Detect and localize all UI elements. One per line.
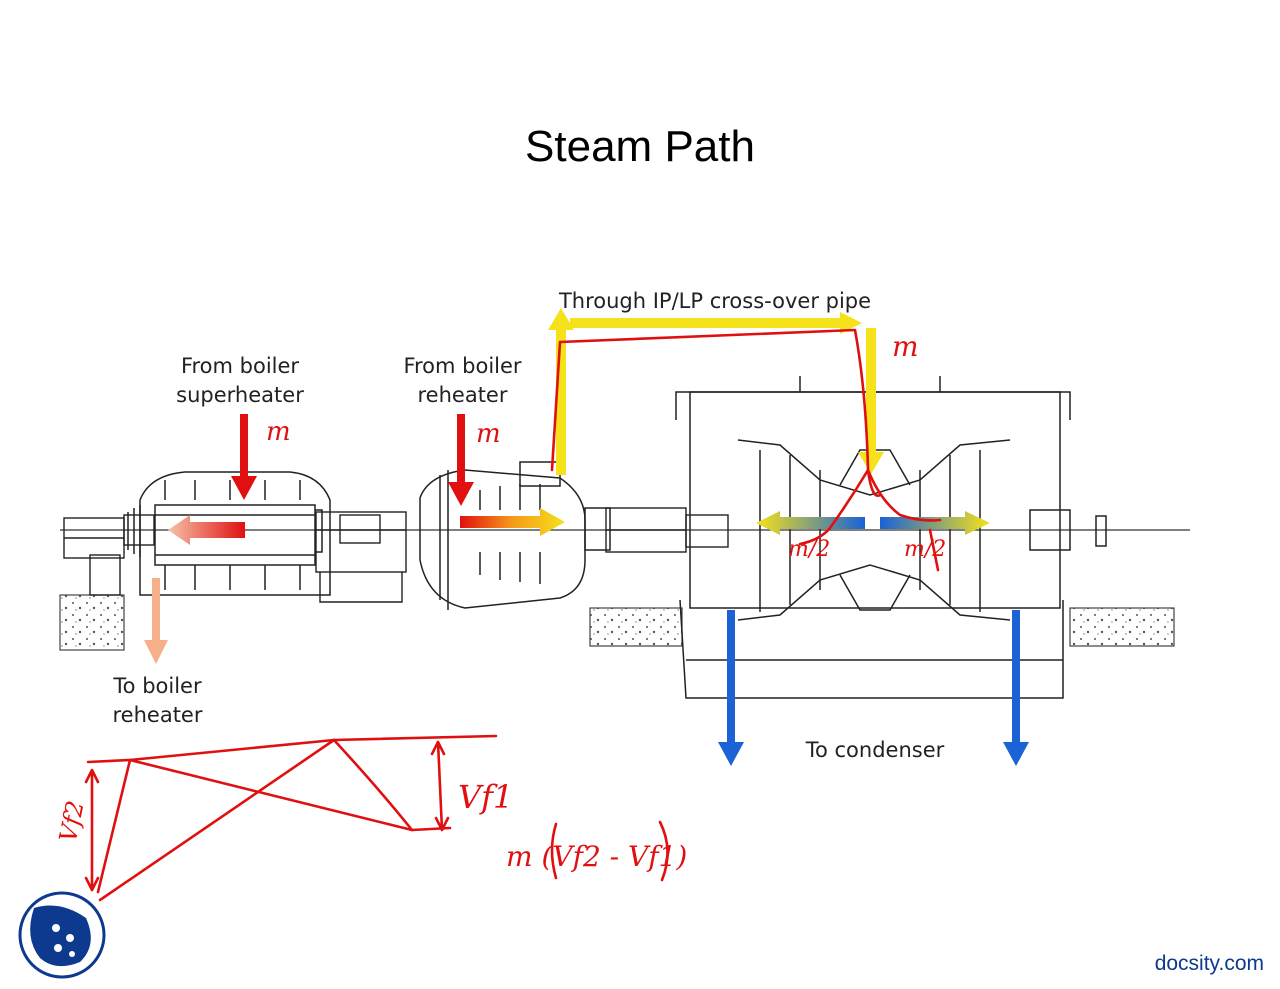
hp-turbine	[127, 471, 331, 596]
label-from-reheater-line1: From boiler	[403, 354, 522, 378]
label-from-superheater-line1: From boiler	[180, 354, 300, 378]
foundations	[59, 594, 1175, 651]
arrow-condenser-right	[1003, 610, 1029, 766]
arrow-lp-right	[880, 511, 990, 535]
arrow-condenser-left	[718, 610, 744, 766]
label-to-reheater-line1: To boiler	[113, 674, 202, 698]
ink-vf1: Vf1	[458, 778, 513, 816]
label-to-reheater-line2: reheater	[112, 703, 203, 727]
docsity-logo-icon	[18, 891, 106, 979]
bearing-hp-ip	[315, 511, 407, 603]
crossover-up-head	[548, 308, 574, 330]
arrow-to-reheater	[144, 578, 168, 664]
exciter	[63, 514, 155, 596]
ink-drawing	[84, 328, 942, 902]
label-crossover-pipe: Through IP/LP cross-over pipe	[558, 289, 872, 313]
slide-title: Steam Path	[525, 122, 755, 171]
ink-mdot-3: m	[892, 330, 919, 363]
label-to-reheater: To boiler reheater	[80, 672, 235, 730]
ink-momentum: m (Vf2 - Vf1)	[506, 840, 687, 873]
arrow-from-reheater	[448, 414, 474, 506]
lp-turbine	[675, 376, 1107, 699]
ink-vf2: Vf2	[54, 798, 90, 844]
label-from-reheater-line2: reheater	[417, 383, 508, 407]
ip-turbine	[419, 461, 611, 610]
arrow-hp-flow	[168, 515, 245, 545]
docsity-link[interactable]: docsity.com	[1154, 952, 1264, 975]
ink-m-half-left: m/2	[788, 537, 830, 562]
arrow-ip-flow	[460, 508, 565, 536]
arrow-from-superheater	[231, 414, 257, 500]
label-from-superheater: From boiler superheater	[150, 352, 330, 410]
arrow-lp-left	[756, 511, 865, 535]
label-to-condenser: To condenser	[805, 738, 945, 762]
bearing-ip-lp	[605, 507, 729, 553]
crossover-top	[570, 318, 840, 328]
crossover-down-head	[858, 452, 884, 474]
crossover-down	[866, 328, 876, 454]
label-from-superheater-line2: superheater	[176, 383, 304, 407]
crossover-up	[556, 325, 566, 475]
ink-m-half-right: m/2	[904, 537, 946, 562]
ink-mdot-1: m	[266, 417, 291, 447]
label-from-reheater: From boiler reheater	[375, 352, 550, 410]
ink-mdot-2: m	[476, 419, 501, 449]
crossover-top-head	[840, 312, 862, 334]
